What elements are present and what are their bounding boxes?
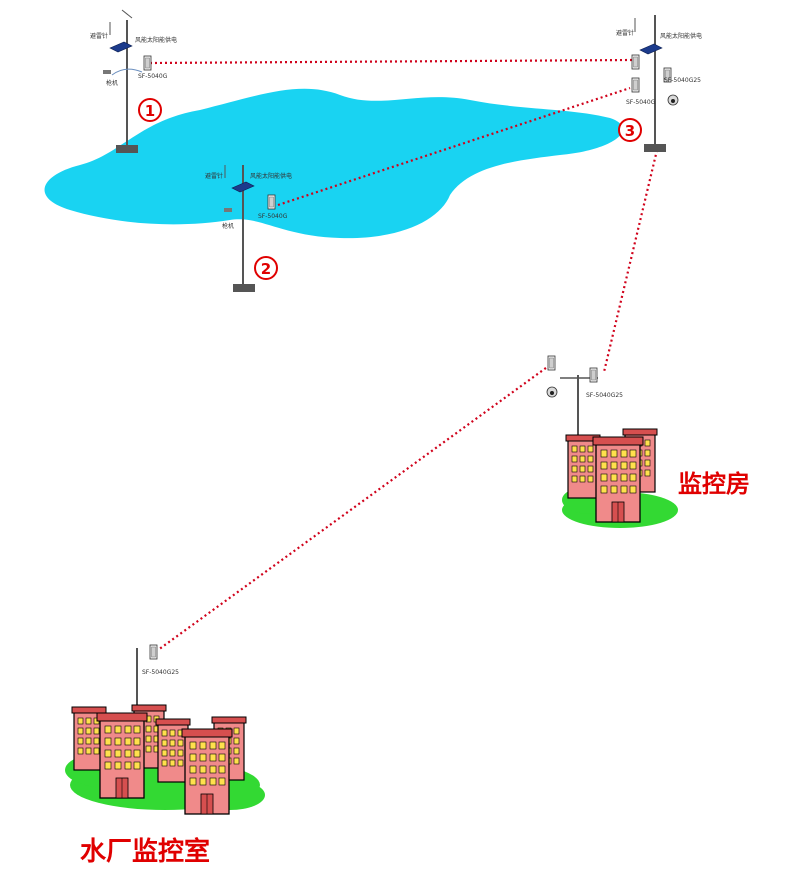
site3-model-a-label: SF-5040G25 — [664, 77, 701, 84]
site2-power-label: 风能太阳能供电 — [250, 172, 292, 180]
wireless-links — [149, 58, 659, 651]
site3-model-b-label: SF-5040G — [626, 99, 656, 106]
plant-name-label: 水厂监控室 — [80, 836, 210, 867]
site1-lightning-label: 避雷针 — [90, 32, 108, 40]
relay-name-label: 监控房 — [678, 470, 750, 498]
site2-camera-label: 枪机 — [222, 222, 234, 230]
plant-station: SF-5040G25 水厂监控室 — [65, 644, 265, 867]
link-site2-site3 — [277, 86, 631, 207]
site3-power-label: 风能太阳能供电 — [660, 32, 702, 40]
site3-lightning-label: 避雷针 — [616, 29, 634, 37]
link-site3-relay — [602, 149, 659, 373]
lake — [44, 88, 623, 239]
site3-pole: 避雷针 风能太阳能供电 SF-5040G25 SF-5040G 3 — [616, 15, 702, 152]
relay-station: SF-5040G25 监控房 — [546, 355, 750, 528]
site3-number: 3 — [625, 122, 635, 140]
site2-model-label: SF-5040G — [258, 213, 288, 220]
site1-pole: 避雷针 风能太阳能供电 SF-5040G 枪机 1 — [90, 9, 177, 153]
relay-model-label: SF-5040G25 — [586, 392, 623, 399]
site2-pole: 避雷针 风能太阳能供电 SF-5040G 枪机 2 — [205, 165, 292, 292]
site1-power-label: 风能太阳能供电 — [135, 36, 177, 44]
site1-number: 1 — [145, 102, 155, 120]
plant-model-label: SF-5040G25 — [142, 669, 179, 676]
link-relay-plant — [157, 364, 551, 651]
site1-model-label: SF-5040G — [138, 73, 168, 80]
site2-lightning-label: 避雷针 — [205, 172, 223, 180]
site2-number: 2 — [261, 260, 271, 278]
link-site1-site3 — [149, 58, 633, 65]
site1-camera-label: 枪机 — [106, 79, 118, 87]
